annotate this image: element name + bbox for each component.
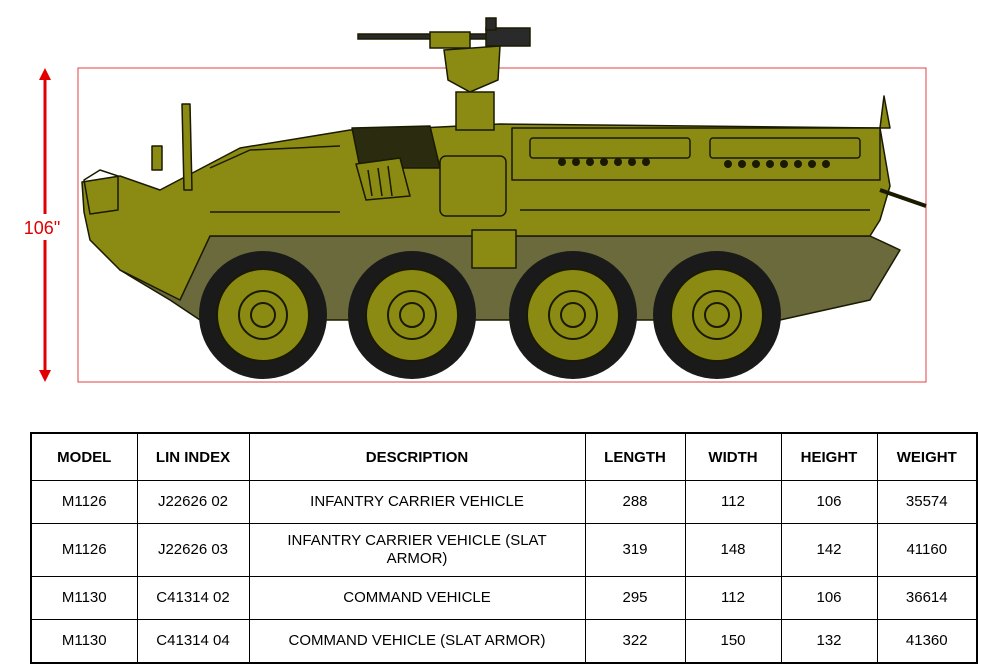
- cell-weight: 35574: [876, 480, 978, 524]
- cell-lin-index: J22626 02: [136, 480, 250, 524]
- brush-guard: [83, 169, 119, 215]
- cell-length: 322: [584, 619, 686, 664]
- cell-model: M1126: [30, 480, 138, 524]
- cell-lin-index: C41314 04: [136, 619, 250, 664]
- cell-length: 288: [584, 480, 686, 524]
- wheel-set: [199, 251, 781, 379]
- side-door: [439, 155, 507, 217]
- col-header-lin-index: LIN INDEX: [136, 432, 250, 481]
- height-dimension-label: 106": [24, 218, 60, 238]
- rear-tow-bar: [879, 188, 927, 208]
- table-row: M1130 C41314 02 COMMAND VEHICLE 295 112 …: [30, 576, 978, 620]
- cell-length: 295: [584, 576, 686, 620]
- cell-weight: 41360: [876, 619, 978, 664]
- cell-model: M1130: [30, 576, 138, 620]
- cell-model: M1130: [30, 619, 138, 664]
- vision-block: [355, 157, 411, 201]
- cell-model: M1126: [30, 523, 138, 577]
- wheel: [199, 251, 327, 379]
- col-header-width: WIDTH: [684, 432, 782, 481]
- rear-antenna: [879, 95, 891, 129]
- table-header-row: MODEL LIN INDEX DESCRIPTION LENGTH WIDTH…: [30, 432, 978, 481]
- cell-lin-index: C41314 02: [136, 576, 250, 620]
- cell-weight: 41160: [876, 523, 978, 577]
- cell-height: 106: [780, 480, 878, 524]
- col-header-model: MODEL: [30, 432, 138, 481]
- wheel: [653, 251, 781, 379]
- cell-width: 148: [684, 523, 782, 577]
- table-row: M1126 J22626 02 INFANTRY CARRIER VEHICLE…: [30, 480, 978, 524]
- col-header-length: LENGTH: [584, 432, 686, 481]
- col-header-weight: WEIGHT: [876, 432, 978, 481]
- cell-description: INFANTRY CARRIER VEHICLE: [248, 480, 586, 524]
- remote-weapon-station: [357, 17, 531, 131]
- cell-height: 142: [780, 523, 878, 577]
- table-row: M1126 J22626 03 INFANTRY CARRIER VEHICLE…: [30, 523, 978, 577]
- cell-length: 319: [584, 523, 686, 577]
- vehicle-spec-table: MODEL LIN INDEX DESCRIPTION LENGTH WIDTH…: [30, 432, 978, 664]
- cell-width: 112: [684, 576, 782, 620]
- height-bounding-box: [77, 67, 927, 383]
- cell-height: 132: [780, 619, 878, 664]
- cell-width: 112: [684, 480, 782, 524]
- side-mirror: [151, 145, 163, 171]
- rivet-row-right: [724, 160, 830, 168]
- rivet-row-left: [558, 158, 650, 166]
- col-header-height: HEIGHT: [780, 432, 878, 481]
- hull-plate: [471, 229, 517, 269]
- vehicle-diagram: 106": [23, 17, 927, 383]
- cell-description: COMMAND VEHICLE (SLAT ARMOR): [248, 619, 586, 664]
- cell-description: INFANTRY CARRIER VEHICLE (SLAT ARMOR): [248, 523, 586, 577]
- exhaust-pipe: [181, 103, 193, 191]
- cell-lin-index: J22626 03: [136, 523, 250, 577]
- cell-weight: 36614: [876, 576, 978, 620]
- col-header-description: DESCRIPTION: [248, 432, 586, 481]
- rear-deck: [511, 127, 881, 181]
- table-row: M1130 C41314 04 COMMAND VEHICLE (SLAT AR…: [30, 619, 978, 664]
- wheel: [348, 251, 476, 379]
- cell-height: 106: [780, 576, 878, 620]
- wheel: [509, 251, 637, 379]
- cell-width: 150: [684, 619, 782, 664]
- cell-description: COMMAND VEHICLE: [248, 576, 586, 620]
